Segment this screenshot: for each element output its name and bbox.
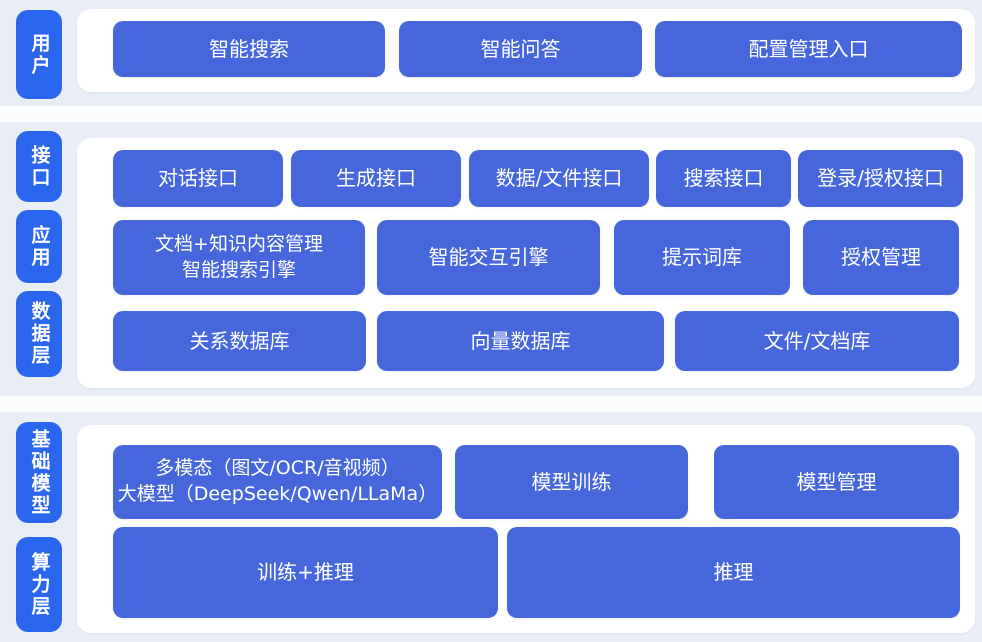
node-multimodal-llm: 多模态（图文/OCR/音视频） 大模型（DeepSeek/Qwen/LLaMa）: [113, 445, 442, 519]
user-layer-card: 智能搜索 智能问答 配置管理入口: [77, 9, 975, 92]
layer-label-data-text: 数据层: [28, 301, 51, 367]
node-model-training: 模型训练: [455, 445, 688, 519]
layer-label-user-text: 用户: [28, 32, 51, 77]
node-search-api: 搜索接口: [656, 150, 791, 207]
layer-label-application-text: 应用: [28, 224, 51, 269]
node-smart-qa: 智能问答: [399, 21, 642, 77]
layer-label-interface: 接口: [16, 131, 62, 202]
section-separator-bottom: [0, 396, 982, 412]
node-training-inference: 训练+推理: [113, 527, 498, 618]
layer-label-user: 用户: [16, 10, 62, 99]
layer-label-compute: 算力层: [16, 537, 62, 632]
node-relational-db: 关系数据库: [113, 311, 366, 371]
node-file-doc-store: 文件/文档库: [675, 311, 959, 371]
node-smart-search: 智能搜索: [113, 21, 385, 77]
node-generation-api: 生成接口: [291, 150, 461, 207]
layer-label-foundation-model: 基础模型: [16, 422, 62, 523]
node-inference: 推理: [507, 527, 960, 618]
node-doc-knowledge-search-engine: 文档+知识内容管理 智能搜索引擎: [113, 220, 365, 295]
model-layers-card: 多模态（图文/OCR/音视频） 大模型（DeepSeek/Qwen/LLaMa）…: [77, 425, 975, 633]
node-vector-db: 向量数据库: [377, 311, 664, 371]
node-data-file-api: 数据/文件接口: [469, 150, 649, 207]
layer-label-compute-text: 算力层: [28, 551, 51, 618]
layer-label-data: 数据层: [16, 291, 62, 377]
layer-label-application: 应用: [16, 210, 62, 283]
node-smart-interaction-engine: 智能交互引擎: [377, 220, 600, 295]
middle-layers-card: 对话接口 生成接口 数据/文件接口 搜索接口 登录/授权接口 文档+知识内容管理…: [77, 138, 975, 388]
layer-label-interface-text: 接口: [28, 144, 51, 189]
node-config-management-entry: 配置管理入口: [655, 21, 962, 77]
node-prompt-library: 提示词库: [614, 220, 790, 295]
node-dialog-api: 对话接口: [113, 150, 283, 207]
node-login-auth-api: 登录/授权接口: [798, 150, 963, 207]
section-separator-top: [0, 106, 982, 122]
layer-label-foundation-model-text: 基础模型: [28, 428, 51, 517]
node-model-management: 模型管理: [714, 445, 959, 519]
node-auth-management: 授权管理: [803, 220, 959, 295]
